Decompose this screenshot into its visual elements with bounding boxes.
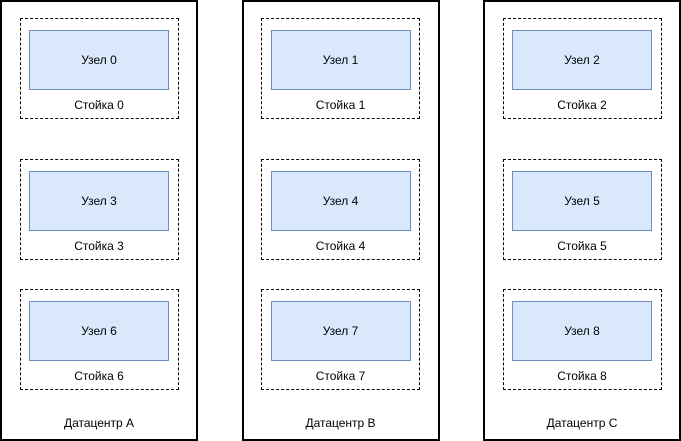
node-4-box: Узел 4 [270, 171, 411, 231]
rack-5-label: Стойка 5 [557, 239, 607, 253]
node-5-box: Узел 5 [512, 171, 652, 231]
rack-4: Узел 4 Стойка 4 [261, 159, 420, 260]
datacenter-c-container: Узел 2 Стойка 2 Узел 5 Стойка 5 Узел 8 С… [483, 0, 681, 441]
datacenter-c-label: Датацентр C [546, 416, 618, 430]
node-2-label: Узел 2 [564, 53, 600, 67]
node-3-box: Узел 3 [29, 171, 169, 231]
node-8-box: Узел 8 [512, 301, 652, 361]
rack-0: Узел 0 Стойка 0 [19, 18, 179, 119]
datacenter-a-label: Датацентр A [63, 416, 135, 430]
rack-6-label: Стойка 6 [74, 369, 124, 383]
node-6-box: Узел 6 [29, 301, 169, 361]
rack-2: Узел 2 Стойка 2 [502, 18, 662, 119]
datacenter-a-container: Узел 0 Стойка 0 Узел 3 Стойка 3 Узел 6 С… [0, 0, 198, 441]
datacenter-b-container: Узел 1 Стойка 1 Узел 4 Стойка 4 Узел 7 С… [241, 0, 440, 441]
node-7-box: Узел 7 [270, 301, 411, 361]
node-2-box: Узел 2 [512, 30, 652, 90]
node-5-label: Узел 5 [564, 194, 600, 208]
rack-2-label: Стойка 2 [557, 98, 607, 112]
node-1-label: Узел 1 [322, 53, 359, 67]
node-7-label: Узел 7 [322, 324, 359, 338]
rack-8-label: Стойка 8 [557, 369, 607, 383]
rack-1-label: Стойка 1 [315, 98, 366, 112]
node-3-label: Узел 3 [81, 194, 117, 208]
rack-1: Узел 1 Стойка 1 [261, 18, 420, 119]
node-6-label: Узел 6 [81, 324, 117, 338]
datacenter-b-label: Датацентр B [305, 416, 376, 430]
rack-0-label: Стойка 0 [74, 98, 124, 112]
rack-3-label: Стойка 3 [74, 239, 124, 253]
rack-4-label: Стойка 4 [315, 239, 366, 253]
node-4-label: Узел 4 [322, 194, 359, 208]
rack-3: Узел 3 Стойка 3 [19, 159, 179, 260]
node-8-label: Узел 8 [564, 324, 600, 338]
rack-8: Узел 8 Стойка 8 [502, 289, 662, 390]
rack-7: Узел 7 Стойка 7 [261, 289, 420, 390]
rack-6: Узел 6 Стойка 6 [19, 289, 179, 390]
node-0-label: Узел 0 [81, 53, 117, 67]
rack-5: Узел 5 Стойка 5 [502, 159, 662, 260]
node-1-box: Узел 1 [270, 30, 411, 90]
node-0-box: Узел 0 [29, 30, 169, 90]
rack-7-label: Стойка 7 [315, 369, 366, 383]
